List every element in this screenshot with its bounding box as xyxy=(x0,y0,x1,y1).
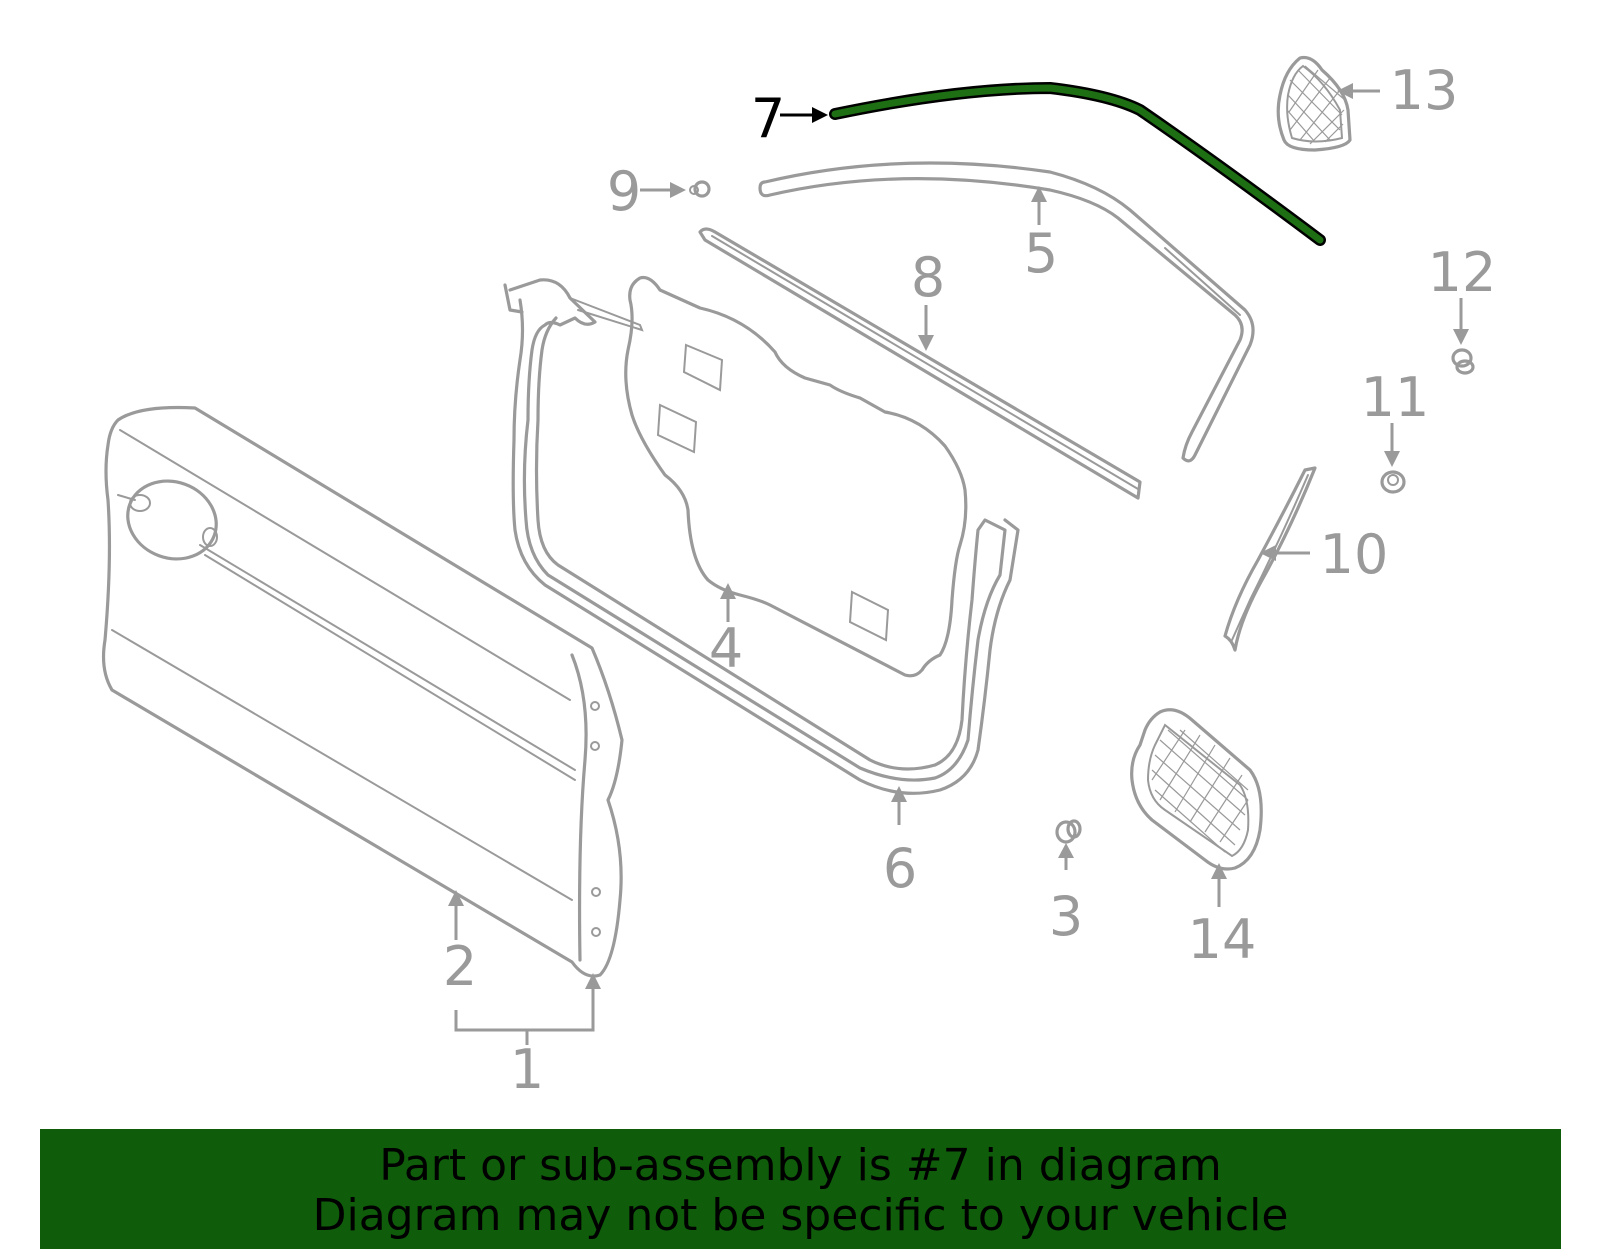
part-9-clip xyxy=(689,180,711,198)
banner-line-part-number: Part or sub-assembly is #7 in diagram xyxy=(379,1140,1222,1191)
callout-10: 10 xyxy=(1320,523,1389,586)
callout-1: 1 xyxy=(510,1038,544,1101)
callout-13: 13 xyxy=(1390,59,1459,122)
part-3-plug xyxy=(1055,819,1082,844)
callout-11: 11 xyxy=(1361,366,1430,429)
part-4-trim-panel xyxy=(624,275,968,678)
callout-labels: 1 2 3 4 5 6 7 8 9 10 11 12 13 14 xyxy=(443,59,1497,1101)
callout-12: 12 xyxy=(1428,241,1497,304)
callout-8: 8 xyxy=(911,246,945,309)
part-2-door-shell xyxy=(101,405,624,978)
callout-5: 5 xyxy=(1024,222,1058,285)
banner-line-disclaimer: Diagram may not be specific to your vehi… xyxy=(312,1190,1289,1241)
parts-diagram: 1 2 3 4 5 6 7 8 9 10 11 12 13 14 xyxy=(101,55,1497,1101)
part-8-belt-molding xyxy=(698,227,1142,500)
callout-3: 3 xyxy=(1049,885,1083,948)
callout-14: 14 xyxy=(1188,908,1257,971)
leader-lines xyxy=(448,83,1469,1045)
part-10-run-channel xyxy=(1223,466,1317,652)
info-banner: Part or sub-assembly is #7 in diagram Di… xyxy=(40,1129,1561,1249)
part-14-speaker-grille xyxy=(1130,708,1263,871)
part-5-frame-molding xyxy=(758,161,1255,463)
callout-2: 2 xyxy=(443,935,477,998)
callout-4: 4 xyxy=(709,617,743,680)
callout-7-highlighted: 7 xyxy=(751,87,785,150)
part-11-grommet xyxy=(1380,470,1406,494)
part-7-roof-weatherstrip xyxy=(829,81,1326,246)
part-12-clip xyxy=(1451,348,1475,375)
part-13-speaker-grille xyxy=(1276,55,1352,152)
callout-9: 9 xyxy=(607,160,641,223)
callout-6: 6 xyxy=(883,837,917,900)
part-6-door-seal xyxy=(503,278,1020,795)
